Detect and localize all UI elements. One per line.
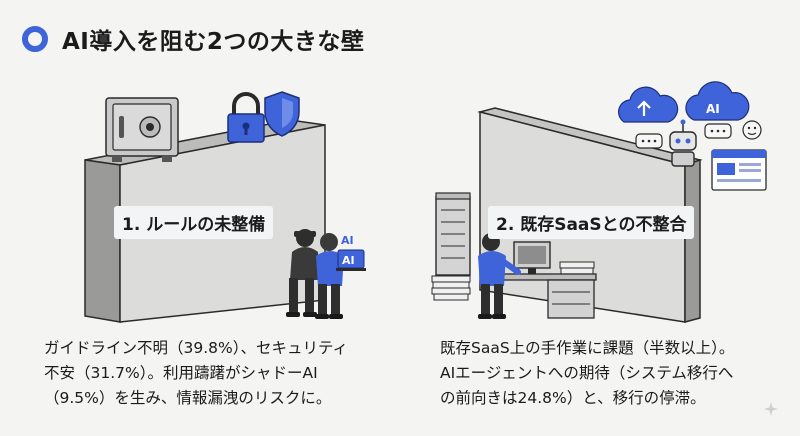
safe-icon — [105, 97, 179, 162]
description-line: （9.5%）を生み、情報漏洩のリスクに。 — [44, 389, 332, 407]
people-illustration — [286, 229, 366, 319]
description-line: 不安（31.7%）。利用躊躇がシャドーAI — [44, 364, 318, 382]
page-title: AI導入を阻む2つの大きな壁 — [62, 29, 365, 55]
panel-label-saas: 2. 既存SaaSとの不整合 — [488, 206, 695, 239]
cloud-upload-icon — [618, 86, 679, 123]
server-rack-icon — [435, 192, 471, 276]
ai-badge-small: AI — [341, 234, 354, 247]
robot-icon — [669, 119, 697, 167]
sparkle-icon — [764, 402, 778, 416]
ai-badge-laptop: AI — [342, 254, 355, 267]
office-worker-illustration — [478, 233, 521, 319]
padlock-icon — [227, 92, 265, 143]
description-line: AIエージェントへの期待（システム移行へ — [440, 364, 734, 382]
browser-window-icon — [711, 149, 767, 191]
ai-cloud-icon — [685, 81, 750, 121]
description-line: ガイドライン不明（39.8%）、セキュリティ — [44, 339, 349, 357]
chat-bubble-icons — [635, 123, 732, 149]
panel-description-rules: ガイドライン不明（39.8%）、セキュリティ 不安（31.7%）。利用躊躇がシャ… — [44, 336, 348, 411]
panel-description-saas: 既存SaaS上の手作業に課題（半数以上）。 AIエージェントへの期待（システム移… — [440, 336, 734, 411]
description-line: 既存SaaS上の手作業に課題（半数以上）。 — [440, 339, 735, 357]
description-line: の前向きは24.8%）と、移行の停滞。 — [440, 389, 706, 407]
bullet-ring-icon — [22, 26, 48, 52]
smiley-icon — [742, 120, 762, 140]
panel-label-rules: 1. ルールの未整備 — [114, 206, 274, 239]
shield-icon — [264, 91, 300, 137]
header: AI導入を阻む2つの大きな壁 — [22, 22, 364, 56]
ai-cloud-label: AI — [706, 102, 720, 116]
